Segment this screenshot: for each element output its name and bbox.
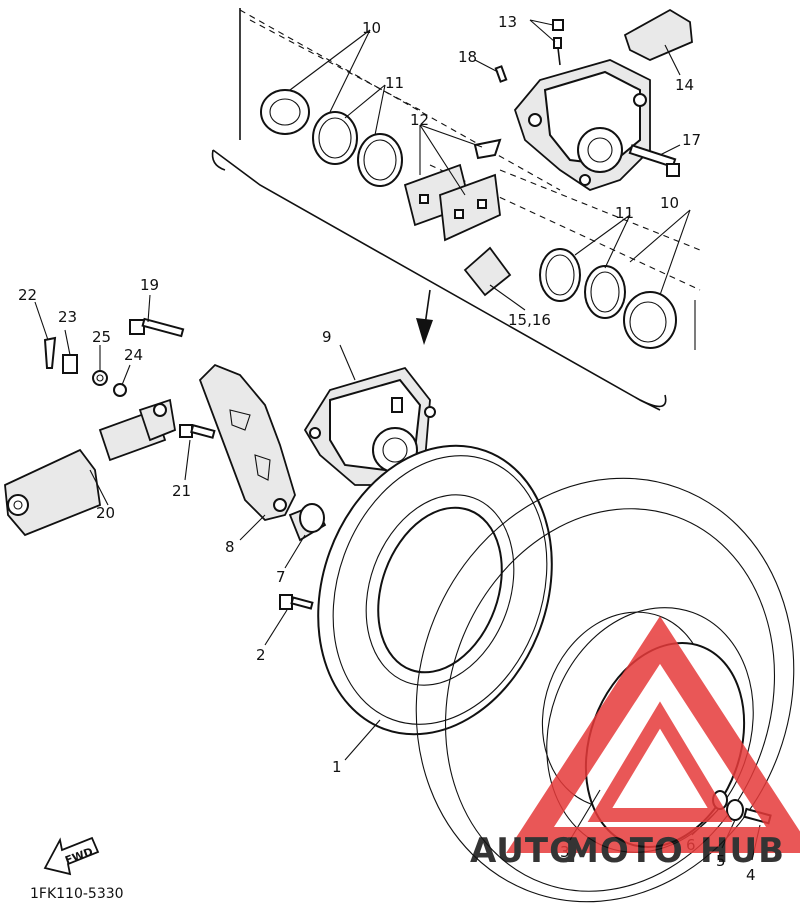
watermark-text-hub: HUB xyxy=(700,831,785,871)
caliper-bracket xyxy=(198,363,296,521)
callout-22: 22 xyxy=(18,286,37,304)
callout-5: 5 xyxy=(716,852,726,870)
callout-19: 19 xyxy=(140,276,159,294)
callout-13: 13 xyxy=(498,13,517,31)
callout-8: 8 xyxy=(225,538,235,556)
callout-9: 9 xyxy=(322,328,332,346)
pad-support xyxy=(463,246,512,297)
callout-14: 14 xyxy=(675,76,694,94)
brake-disc xyxy=(317,444,553,736)
watermark-text-auto: AUTO xyxy=(470,831,579,871)
callout-25: 25 xyxy=(92,328,111,346)
callout-4: 4 xyxy=(746,866,756,884)
callout-21: 21 xyxy=(172,482,191,500)
part-code: 1FK110-5330 xyxy=(30,886,124,902)
callout-17: 17 xyxy=(682,131,701,149)
callout-2: 2 xyxy=(256,646,266,664)
callout-15-16: 15,16 xyxy=(508,311,551,329)
callout-11-bottom: 11 xyxy=(615,204,634,222)
small-fasteners xyxy=(43,317,216,439)
assembly-arrow xyxy=(416,289,433,345)
caliper-assembled xyxy=(303,366,436,486)
caliper-exploded xyxy=(494,8,693,191)
callout-11-top: 11 xyxy=(385,74,404,92)
callout-18: 18 xyxy=(458,48,477,66)
spacer xyxy=(288,503,327,542)
callout-10-top: 10 xyxy=(362,19,381,37)
callout-10-bottom: 10 xyxy=(660,194,679,212)
callout-12: 12 xyxy=(410,111,429,129)
brake-pads xyxy=(403,138,502,242)
callout-7: 7 xyxy=(276,568,286,586)
callout-labels: 10 11 12 13 14 18 17 11 10 15,16 9 19 22… xyxy=(18,13,756,884)
piston-seal-group-right xyxy=(539,248,677,349)
torque-rod xyxy=(4,398,177,537)
watermark-logo: AUTO MOTO HUB xyxy=(470,616,800,871)
watermark-text-moto: MOTO xyxy=(565,831,684,871)
fwd-arrow: FWD xyxy=(43,836,100,876)
callout-20: 20 xyxy=(96,504,115,522)
bolt-2 xyxy=(279,594,314,610)
callout-1: 1 xyxy=(332,758,342,776)
callout-23: 23 xyxy=(58,308,77,326)
callout-24: 24 xyxy=(124,346,143,364)
piston-seal-group-left xyxy=(260,89,403,187)
